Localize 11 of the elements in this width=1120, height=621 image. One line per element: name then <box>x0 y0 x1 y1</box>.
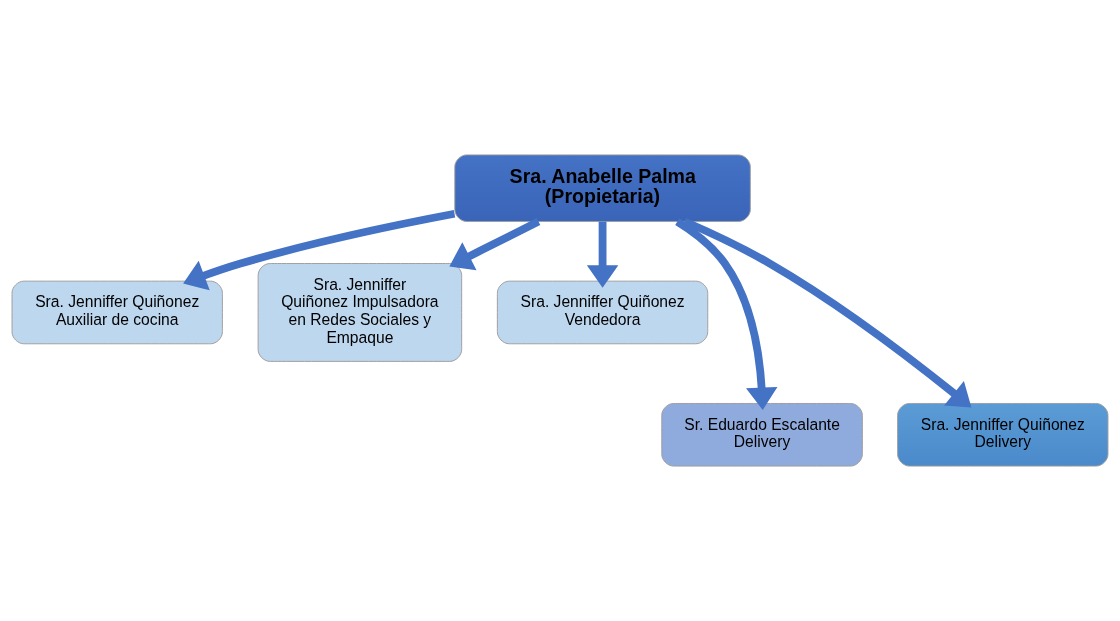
arrow <box>683 217 972 408</box>
node-box: Sra. Anabelle Palma (Propietaria) <box>454 154 751 222</box>
arrow <box>586 221 619 288</box>
node-box: Sra. Jenniffer Quiñonez Delivery <box>897 402 1109 467</box>
arrow <box>183 209 456 291</box>
node-box: Sra. Jenniffer Quiñonez Impulsadora en Redes Sociales y Empaque <box>257 263 463 362</box>
node-box: Sr. Eduardo Escalante Delivery <box>661 402 863 467</box>
arrow <box>675 218 778 411</box>
arrow <box>449 217 541 271</box>
node-box: Sra. Jenniffer Quiñonez Vendedora <box>496 280 709 345</box>
node-box: Sra. Jenniffer Quiñonez Auxiliar de cocina <box>11 280 223 345</box>
